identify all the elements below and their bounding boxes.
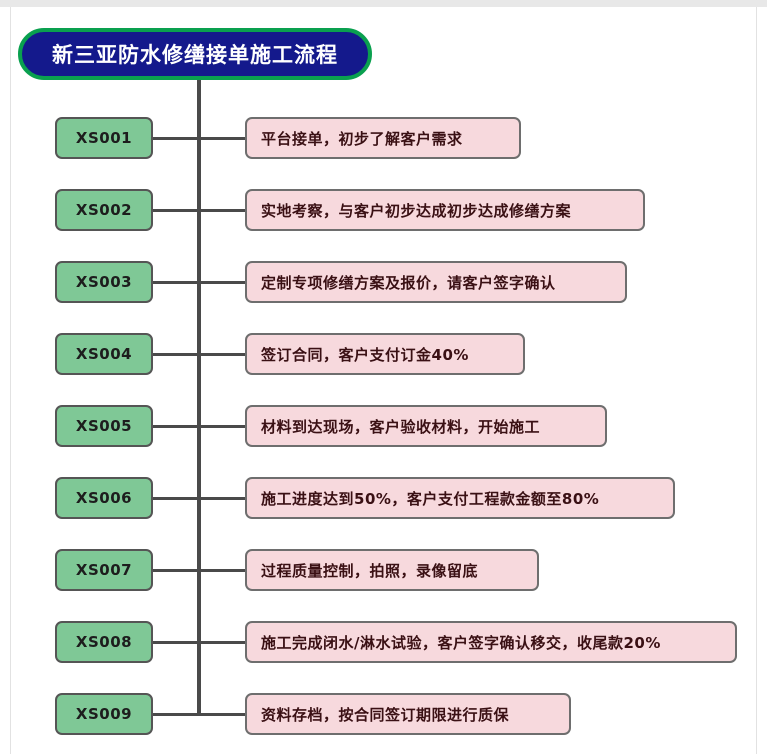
spine-connector [197, 80, 201, 714]
row-connector-9 [153, 712, 245, 716]
row-connector-3 [153, 280, 245, 284]
row-connector-7 [153, 568, 245, 572]
step-box-9[interactable]: 资料存档，按合同签订期限进行质保 [245, 693, 571, 735]
page-frame-left [10, 7, 11, 754]
step-box-3[interactable]: 定制专项修缮方案及报价，请客户签字确认 [245, 261, 627, 303]
row-connector-2 [153, 208, 245, 212]
code-box-xs003[interactable]: XS003 [55, 261, 153, 303]
step-box-4[interactable]: 签订合同，客户支付订金40% [245, 333, 525, 375]
row-connector-1 [153, 136, 245, 140]
step-box-5[interactable]: 材料到达现场，客户验收材料，开始施工 [245, 405, 607, 447]
code-box-xs001[interactable]: XS001 [55, 117, 153, 159]
step-box-1[interactable]: 平台接单，初步了解客户需求 [245, 117, 521, 159]
code-box-xs004[interactable]: XS004 [55, 333, 153, 375]
code-box-xs006[interactable]: XS006 [55, 477, 153, 519]
step-box-8[interactable]: 施工完成闭水/淋水试验，客户签字确认移交，收尾款20% [245, 621, 737, 663]
code-box-xs009[interactable]: XS009 [55, 693, 153, 735]
step-box-7[interactable]: 过程质量控制，拍照，录像留底 [245, 549, 539, 591]
code-box-xs005[interactable]: XS005 [55, 405, 153, 447]
page-frame-right [756, 7, 757, 754]
row-connector-8 [153, 640, 245, 644]
diagram-title: 新三亚防水修缮接单施工流程 [18, 28, 372, 80]
code-box-xs008[interactable]: XS008 [55, 621, 153, 663]
row-connector-4 [153, 352, 245, 356]
code-box-xs002[interactable]: XS002 [55, 189, 153, 231]
step-box-2[interactable]: 实地考察，与客户初步达成初步达成修缮方案 [245, 189, 645, 231]
step-box-6[interactable]: 施工进度达到50%，客户支付工程款金额至80% [245, 477, 675, 519]
row-connector-5 [153, 424, 245, 428]
code-box-xs007[interactable]: XS007 [55, 549, 153, 591]
top-band [0, 0, 767, 7]
row-connector-6 [153, 496, 245, 500]
